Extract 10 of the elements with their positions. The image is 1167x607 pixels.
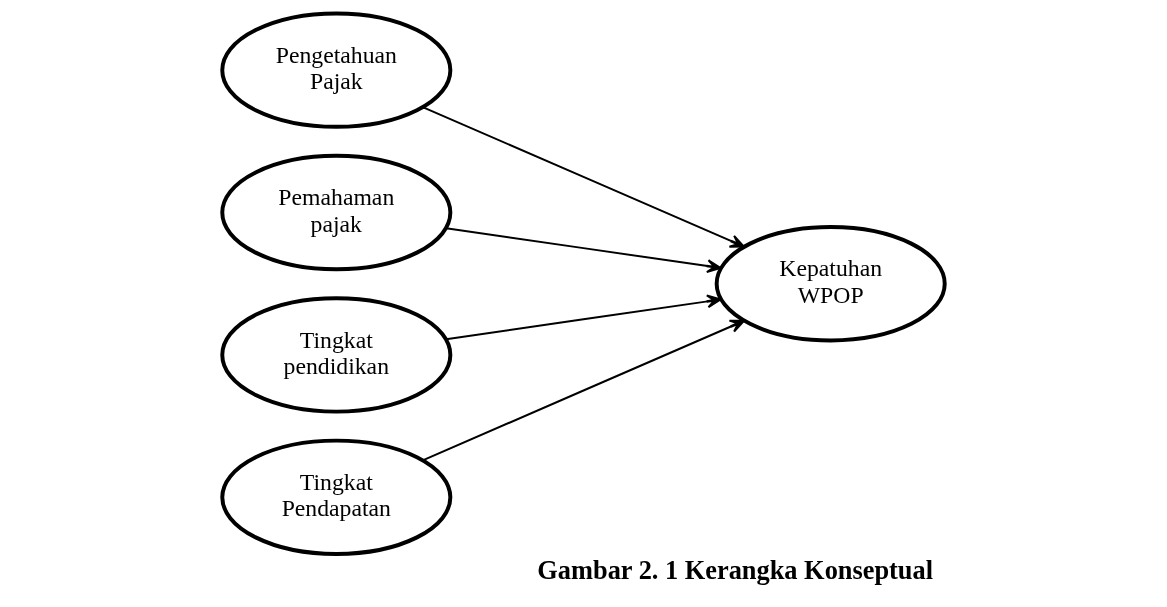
caption: Gambar 2. 1 Kerangka Konseptual	[537, 556, 934, 586]
node-ellipse: Pemahaman pajak	[220, 153, 453, 272]
arrow	[445, 294, 722, 341]
arrow	[422, 106, 745, 248]
arrow	[422, 319, 745, 462]
node-ellipse: Kepatuhan WPOP	[714, 225, 947, 343]
node-ellipse: Pengetahuan Pajak	[220, 11, 453, 129]
node-ellipse: Tingkat Pendapatan	[220, 438, 453, 556]
arrow	[445, 227, 722, 273]
node-ellipse: Tingkat pendidikan	[220, 296, 453, 414]
